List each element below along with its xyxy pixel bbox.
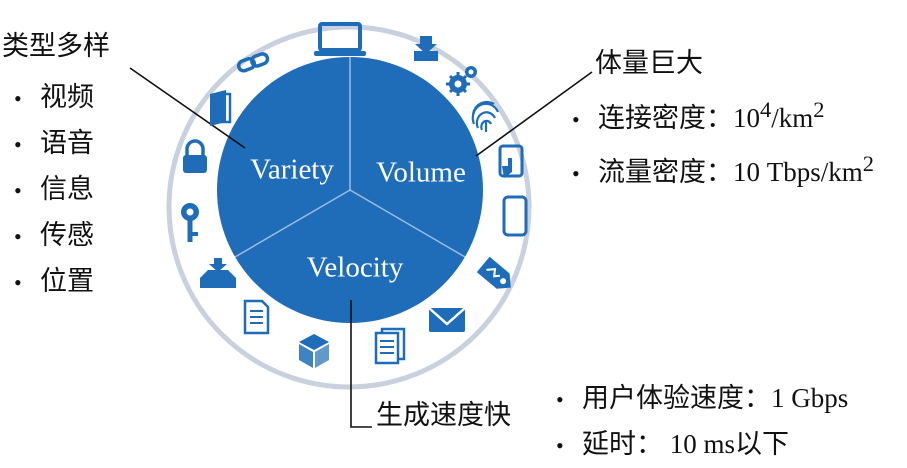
latency-item: 延时： 10 ms以下 — [556, 422, 848, 468]
divider-right — [349, 189, 466, 258]
gears-icon — [446, 66, 477, 96]
segment-variety-label: Variety — [250, 153, 334, 186]
variety-item: 视频 — [14, 75, 94, 121]
folder-icon — [210, 90, 232, 126]
traffic-density-exponent: 2 — [862, 151, 875, 176]
traffic-density-label: 流量密度：10 Tbps/km — [598, 157, 863, 187]
velocity-list: 用户体验速度：1 Gbps 延时： 10 ms以下 — [556, 376, 848, 468]
laptop-icon — [314, 22, 366, 56]
variety-item: 信息 — [14, 167, 94, 213]
velocity-title: 生成速度快 — [376, 400, 511, 430]
tablet-touch-icon — [498, 144, 524, 178]
variety-title: 类型多样 — [2, 31, 110, 61]
variety-callout-line — [129, 67, 246, 149]
volume-callout-line — [475, 71, 593, 157]
cube-icon — [299, 334, 329, 368]
connection-density-unit-exponent: 2 — [813, 97, 825, 122]
variety-list: 视频 语音 信息 传感 位置 — [14, 75, 94, 305]
big-data-diagram — [129, 22, 593, 428]
segment-velocity-label: Velocity — [306, 251, 404, 284]
envelope-icon — [428, 307, 466, 332]
smartphone-icon — [502, 195, 528, 237]
connection-density-item: 连接密度：104/km2 — [572, 88, 874, 142]
connection-density-exponent: 4 — [760, 97, 772, 122]
variety-item: 语音 — [14, 121, 94, 167]
padlock-icon — [183, 139, 207, 173]
connection-density-unit: /km — [771, 103, 814, 133]
user-rate-item: 用户体验速度：1 Gbps — [556, 376, 848, 422]
volume-title: 体量巨大 — [595, 48, 703, 78]
traffic-density-item: 流量密度：10 Tbps/km2 — [572, 142, 874, 196]
volume-list: 连接密度：104/km2 流量密度：10 Tbps/km2 — [572, 88, 874, 196]
fingerprint-icon — [471, 101, 500, 132]
connection-density-label: 连接密度：10 — [598, 103, 760, 133]
documents-icon — [374, 327, 406, 365]
database-download-icon — [414, 36, 438, 61]
document-icon — [243, 299, 270, 335]
inbox-tray-icon — [200, 258, 236, 288]
key-icon — [181, 203, 199, 242]
divider-left — [234, 189, 351, 258]
chain-link-icon — [236, 52, 270, 73]
price-tag-icon — [476, 256, 511, 289]
variety-item: 位置 — [14, 259, 94, 305]
segment-volume-label: Volume — [376, 156, 466, 189]
velocity-callout-line — [350, 300, 372, 428]
variety-item: 传感 — [14, 213, 94, 259]
